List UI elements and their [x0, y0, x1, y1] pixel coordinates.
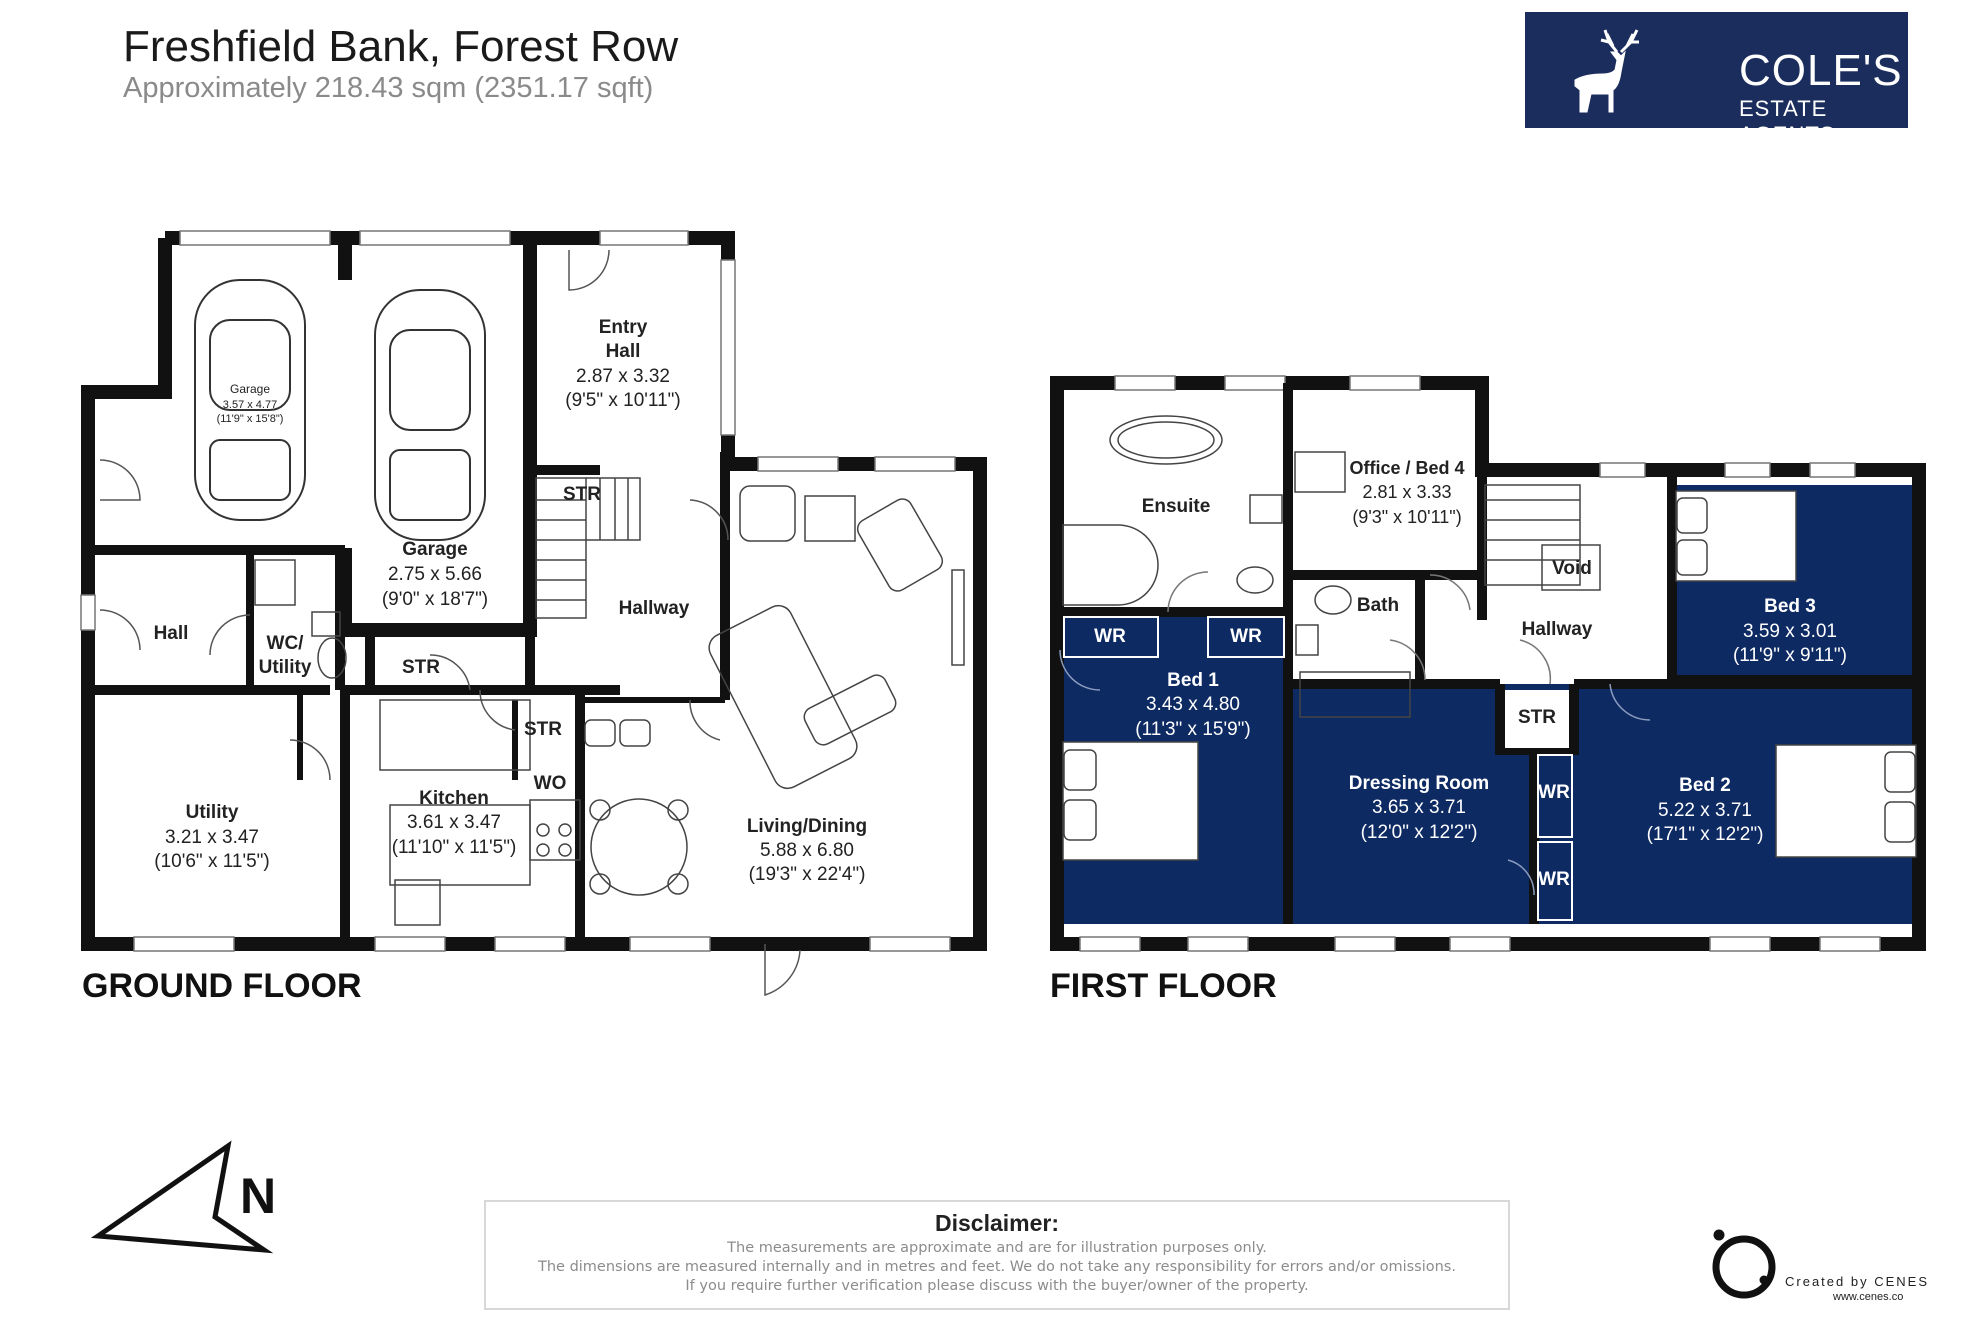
room-wo: WO — [534, 773, 567, 794]
credit-url: www.cenes.co — [1833, 1291, 1904, 1303]
logo-tagline: ESTATE AGENTS — [1739, 96, 1836, 147]
disclaimer-line-3: If you require further verification plea… — [685, 1278, 1309, 1294]
first-floor-label: FIRST FLOOR — [1050, 967, 1277, 1005]
room-living-name: Living/Dining — [747, 816, 867, 837]
room-bed1-metric: 3.43 x 4.80 — [1146, 694, 1240, 715]
room-entry-hall-imperial: (9'5" x 10'11") — [565, 390, 680, 411]
room-dressing-metric: 3.65 x 3.71 — [1372, 797, 1466, 818]
room-office-name: Office / Bed 4 — [1349, 458, 1464, 478]
room-garage-imperial: (9'0" x 18'7") — [382, 589, 488, 610]
room-utility-imperial: (10'6" x 11'5") — [154, 851, 269, 872]
room-living-metric: 5.88 x 6.80 — [760, 840, 854, 861]
logo-name: COLE'S — [1739, 46, 1903, 95]
room-bed1-imperial: (11'3" x 15'9") — [1135, 719, 1250, 740]
page-title: Freshfield Bank, Forest Row — [123, 22, 679, 71]
room-bed3-imperial: (11'9" x 9'11") — [1733, 645, 1847, 666]
cenes-logo-icon — [1712, 1229, 1776, 1299]
first-floor-plan: Ensuite Office / Bed 4 2.81 x 3.33 (9'3"… — [1050, 375, 1926, 952]
room-wr-1: WR — [1094, 626, 1126, 647]
stag-icon — [1574, 29, 1639, 113]
room-str-first: STR — [1518, 707, 1556, 728]
room-garage-small-metric: 3.57 x 4.77 — [223, 399, 277, 411]
room-garage-small-imperial: (11'9" x 15'8") — [217, 413, 284, 425]
room-kitchen-metric: 3.61 x 3.47 — [407, 812, 501, 833]
page-subtitle: Approximately 218.43 sqm (2351.17 sqft) — [123, 72, 654, 104]
room-entry-hall-line2: Hall — [606, 341, 641, 362]
room-office-metric: 2.81 x 3.33 — [1362, 482, 1451, 502]
ground-floor-label: GROUND FLOOR — [82, 967, 362, 1005]
room-hall: Hall — [154, 623, 189, 644]
room-bed1-name: Bed 1 — [1167, 670, 1219, 691]
room-utility-metric: 3.21 x 3.47 — [165, 827, 259, 848]
room-wc-utility-line1: WC/ — [267, 633, 305, 654]
room-bed2-name: Bed 2 — [1679, 775, 1731, 796]
room-garage-metric: 2.75 x 5.66 — [388, 564, 482, 585]
room-str-mid: STR — [402, 657, 440, 678]
room-dressing-imperial: (12'0" x 12'2") — [1361, 822, 1478, 843]
creator-credit: Created by CENES www.cenes.co — [1705, 1228, 1965, 1308]
disclaimer-line-1: The measurements are approximate and are… — [727, 1240, 1267, 1256]
room-bath: Bath — [1357, 595, 1399, 616]
compass-label: N — [240, 1168, 276, 1224]
room-kitchen-name: Kitchen — [419, 788, 489, 809]
north-arrow-icon — [90, 1140, 274, 1254]
room-void: Void — [1552, 558, 1592, 579]
room-entry-hall-metric: 2.87 x 3.32 — [576, 366, 670, 387]
agency-logo: COLE'S ESTATE AGENTS — [1525, 12, 1908, 147]
room-garage-name: Garage — [402, 539, 467, 560]
room-str-stairs: STR — [563, 484, 601, 505]
room-wr-4: WR — [1538, 869, 1570, 890]
ground-floor-plan: Garage 3.57 x 4.77 (11'9" x 15'8") Garag… — [80, 230, 987, 997]
room-kitchen-imperial: (11'10" x 11'5") — [392, 837, 517, 858]
room-bed2-imperial: (17'1" x 12'2") — [1647, 824, 1764, 845]
room-entry-hall-line1: Entry — [599, 317, 648, 338]
room-str-kitchen: STR — [524, 719, 562, 740]
room-dressing-name: Dressing Room — [1349, 773, 1489, 794]
room-wr-2: WR — [1230, 626, 1262, 647]
room-bed3-metric: 3.59 x 3.01 — [1743, 621, 1837, 642]
room-living-imperial: (19'3" x 22'4") — [749, 864, 866, 885]
room-utility-name: Utility — [186, 802, 239, 823]
room-hallway: Hallway — [619, 598, 690, 619]
credit-name: Created by CENES — [1785, 1274, 1929, 1289]
disclaimer-line-2: The dimensions are measured internally a… — [538, 1259, 1456, 1275]
room-bed3-name: Bed 3 — [1764, 596, 1816, 617]
room-ensuite: Ensuite — [1142, 496, 1211, 517]
room-hallway-first: Hallway — [1522, 619, 1593, 640]
disclaimer-box: Disclaimer: The measurements are approxi… — [484, 1200, 1510, 1310]
room-office-imperial: (9'3" x 10'11") — [1352, 507, 1461, 527]
room-garage-small-name: Garage — [230, 382, 270, 396]
room-wr-3: WR — [1538, 782, 1570, 803]
disclaimer-title: Disclaimer: — [934, 1210, 1059, 1236]
room-bed2-metric: 5.22 x 3.71 — [1658, 800, 1752, 821]
room-wc-utility-line2: Utility — [259, 657, 312, 678]
